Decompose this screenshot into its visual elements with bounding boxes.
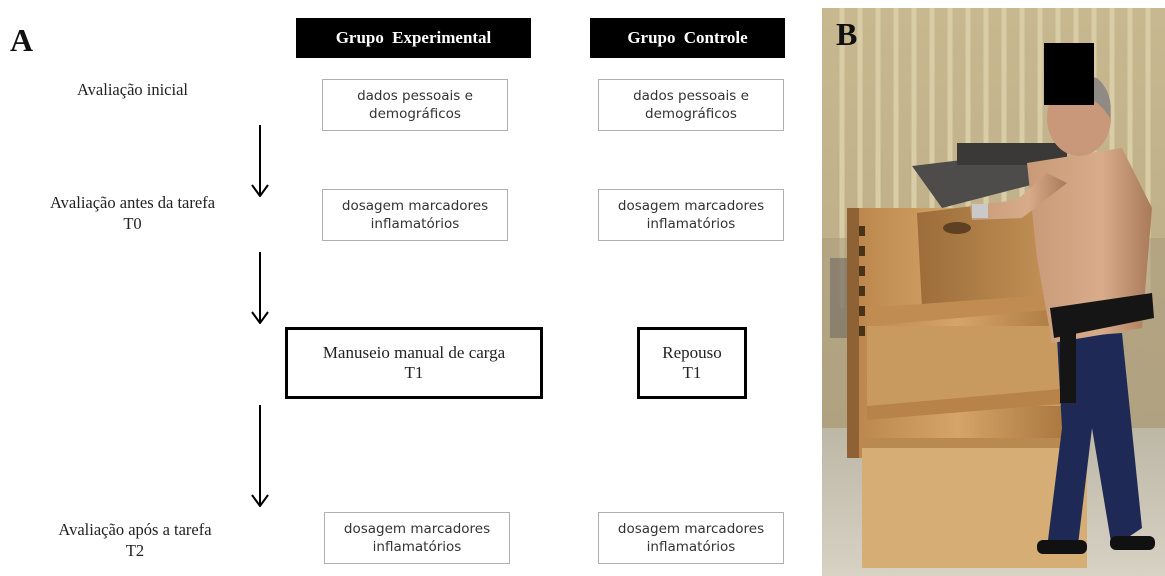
panel-a-label: A	[10, 22, 34, 58]
panel-b-label: B	[836, 16, 858, 52]
exp-box-manuseio-manual: Manuseio manual de carga T1	[285, 327, 543, 399]
box-line: dosagem marcadores	[617, 520, 765, 537]
box-line: dosagem marcadores	[341, 197, 489, 214]
arrow-down-icon	[251, 125, 269, 197]
stage-line: Avaliação antes da tarefa	[49, 193, 216, 212]
box-line: inflamatórios	[370, 216, 460, 232]
box-line: inflamatórios	[372, 539, 462, 555]
arrow-down-icon	[251, 405, 269, 507]
box-line: dosagem marcadores	[343, 520, 491, 537]
box-line: dosagem marcadores	[617, 197, 765, 214]
ctrl-box-dados-pessoais: dados pessoais e demográficos	[598, 79, 784, 131]
box-line: T1	[682, 363, 702, 382]
box-line: inflamatórios	[646, 216, 736, 232]
panel-b-photo	[822, 8, 1165, 576]
box-line: Repouso	[662, 342, 722, 362]
header-grupo-controle: Grupo Controle	[590, 18, 785, 58]
header-grupo-experimental: Grupo Experimental	[296, 18, 531, 58]
box-line: Manuseio manual de carga	[322, 342, 506, 362]
ctrl-box-repouso: Repouso T1	[637, 327, 747, 399]
box-line: dados pessoais e	[357, 87, 473, 104]
exp-box-dados-pessoais: dados pessoais e demográficos	[322, 79, 508, 131]
lifting-task-illustration	[822, 8, 1165, 576]
exp-box-dosagem-t0: dosagem marcadores inflamatórios	[322, 189, 508, 241]
stage-avaliacao-apos: Avaliação após a tarefa T2	[10, 520, 260, 561]
box-line: inflamatórios	[646, 539, 736, 555]
ctrl-box-dosagem-t2: dosagem marcadores inflamatórios	[598, 512, 784, 564]
box-line: dados pessoais e	[633, 87, 749, 104]
ctrl-box-dosagem-t0: dosagem marcadores inflamatórios	[598, 189, 784, 241]
box-line: demográficos	[645, 106, 737, 122]
box-line: demográficos	[369, 106, 461, 122]
stage-time: T2	[125, 540, 145, 560]
stage-line: Avaliação inicial	[76, 80, 188, 99]
box-line: T1	[404, 363, 424, 382]
stage-line: Avaliação após a tarefa	[58, 520, 212, 539]
stage-avaliacao-inicial: Avaliação inicial	[15, 80, 250, 101]
stage-time: T0	[123, 213, 142, 233]
arrow-down-icon	[251, 252, 269, 324]
stage-avaliacao-antes: Avaliação antes da tarefa T0	[5, 193, 260, 234]
exp-box-dosagem-t2: dosagem marcadores inflamatórios	[324, 512, 510, 564]
